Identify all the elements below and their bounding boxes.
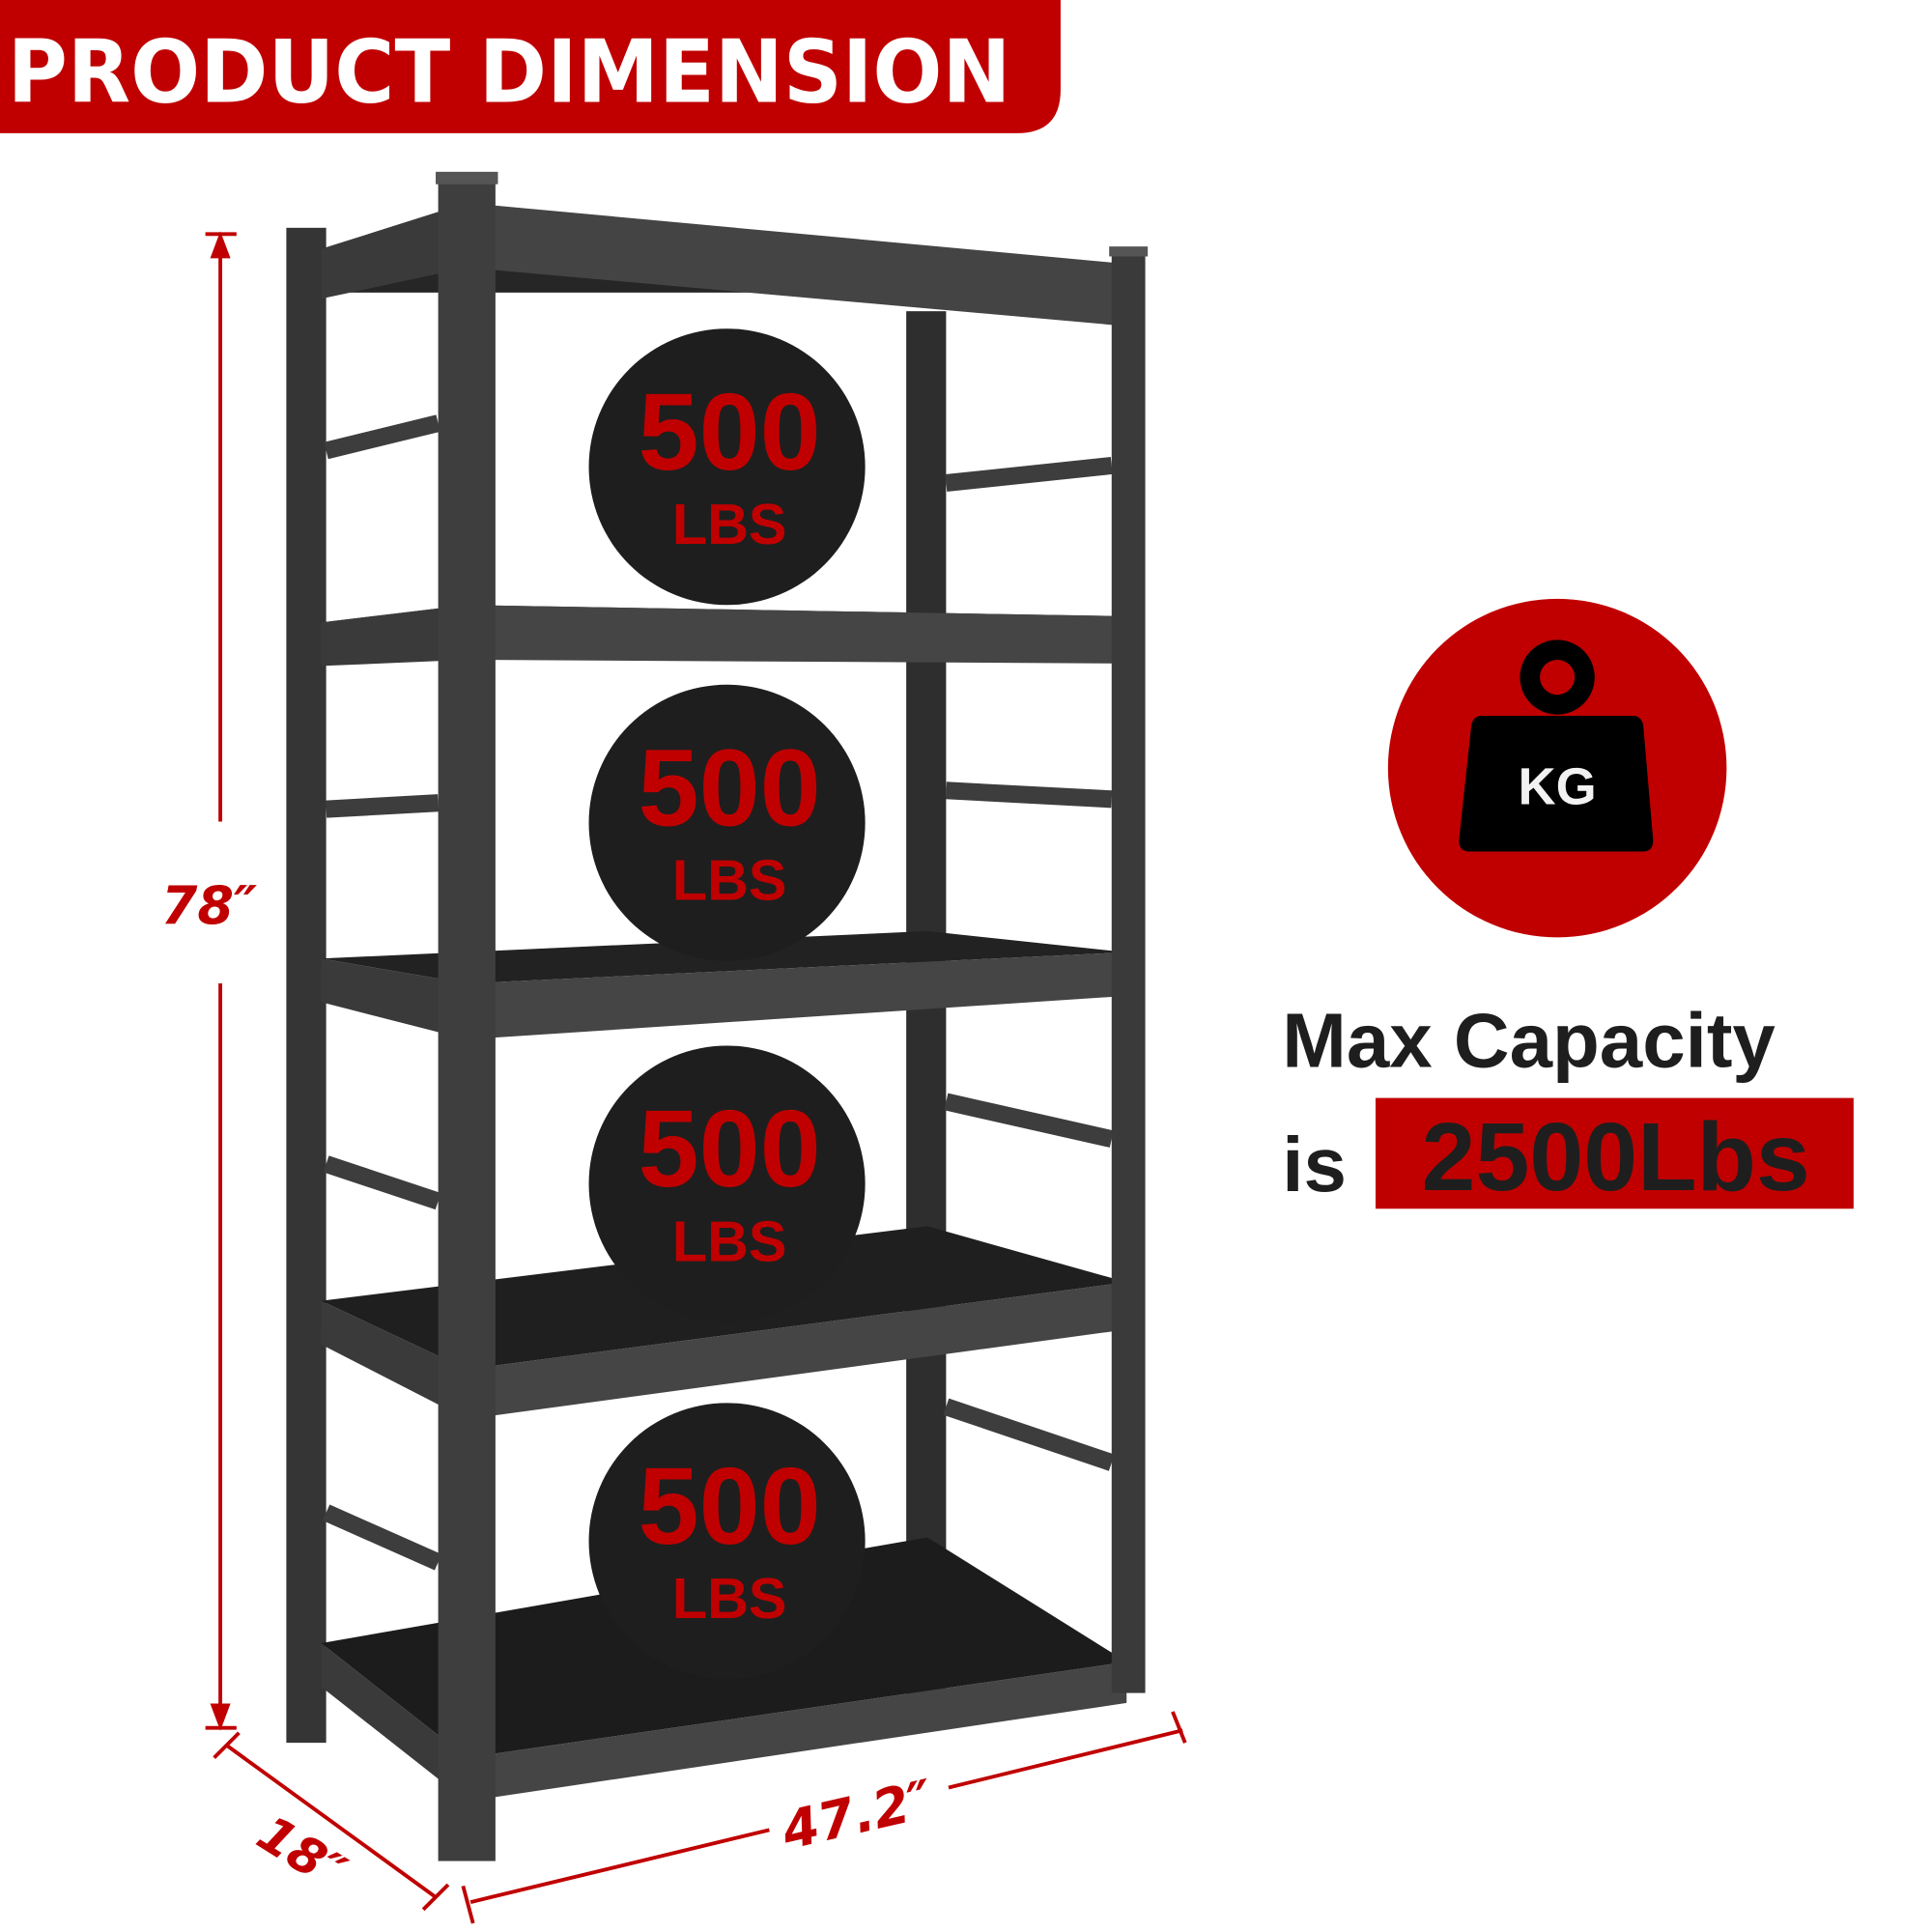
capacity-prefix: is xyxy=(1282,1122,1347,1208)
svg-text:500: 500 xyxy=(639,371,821,494)
shelving-unit xyxy=(286,171,1149,1861)
capacity-value: 2500Lbs xyxy=(1422,1103,1810,1211)
svg-text:LBS: LBS xyxy=(672,848,787,913)
capacity-badge: KG xyxy=(1387,598,1727,938)
svg-text:500: 500 xyxy=(639,726,821,849)
front-left-post xyxy=(438,174,496,1861)
kg-weight-icon: KG xyxy=(1459,639,1654,852)
shelf-load-badge-2: 500 LBS xyxy=(588,684,866,961)
shelf-3 xyxy=(321,930,1127,1040)
svg-text:LBS: LBS xyxy=(672,1566,787,1631)
shelf-2 xyxy=(321,605,1127,667)
capacity-value-box xyxy=(1375,1097,1854,1209)
front-right-post xyxy=(1111,248,1146,1693)
depth-dimension-label: 18″ xyxy=(247,1804,355,1902)
side-braces xyxy=(322,414,1115,1571)
back-right-post xyxy=(906,311,947,1719)
svg-text:KG: KG xyxy=(1519,757,1597,815)
shelf-load-badge-1: 500 LBS xyxy=(588,328,866,606)
back-left-post xyxy=(286,227,327,1744)
svg-text:500: 500 xyxy=(639,1445,821,1568)
shelf-load-badge-4: 500 LBS xyxy=(588,1403,866,1680)
svg-text:500: 500 xyxy=(639,1088,821,1210)
shelf-load-badge-3: 500 LBS xyxy=(588,1045,866,1322)
capacity-line1: Max Capacity xyxy=(1282,997,1776,1083)
svg-text:LBS: LBS xyxy=(672,492,787,556)
dimension-lines xyxy=(205,231,1187,1924)
header-banner: PRODUCT DIMENSION xyxy=(0,0,1061,133)
shelf-1 xyxy=(321,203,1127,327)
page-title: PRODUCT DIMENSION xyxy=(8,22,1011,124)
height-dimension-label: 78″ xyxy=(161,875,257,936)
width-dimension-label: 47.2″ xyxy=(776,1768,939,1861)
svg-text:LBS: LBS xyxy=(672,1208,787,1273)
